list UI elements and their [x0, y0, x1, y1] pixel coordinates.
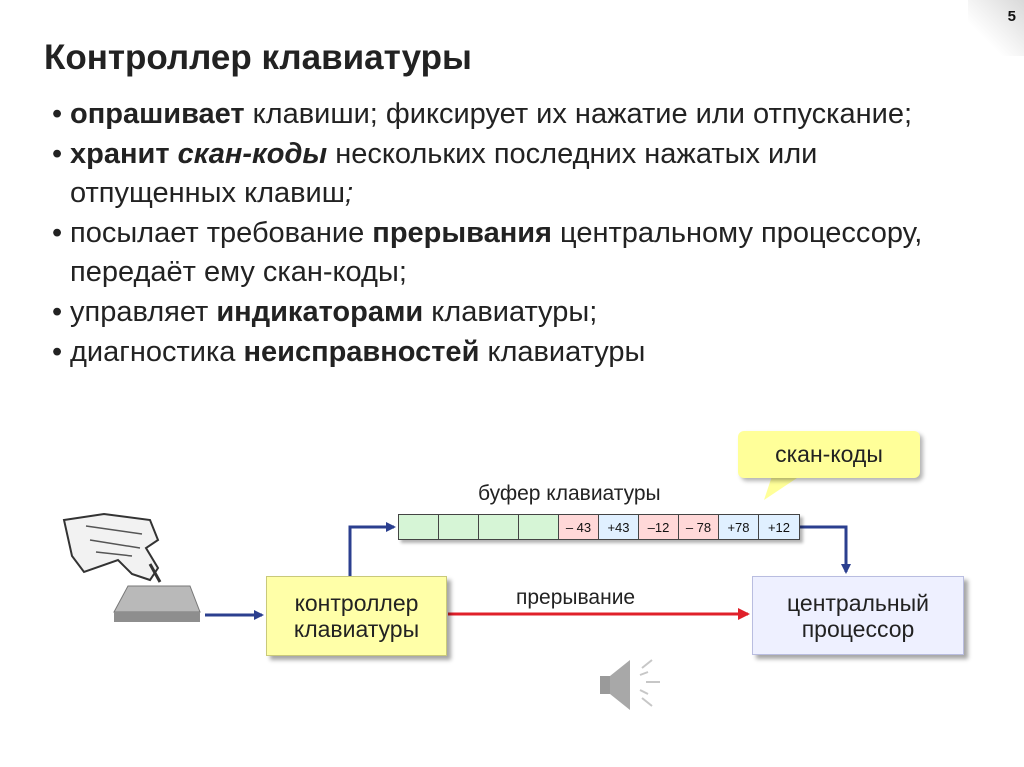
buffer-to-cpu-arrow: [800, 525, 851, 574]
bullet-text: опрашивает: [70, 98, 245, 130]
keyboard-controller-box: контроллер клавиатуры: [266, 576, 447, 656]
bullet-dot: •: [52, 296, 63, 328]
bullet-text: индикаторами: [216, 296, 424, 328]
buffer-cell: +43: [599, 515, 639, 539]
buffer-label: буфер клавиатуры: [478, 482, 661, 505]
buffer-cell: +12: [759, 515, 799, 539]
bullet-dot: •: [52, 217, 63, 249]
callout-tail: [764, 476, 800, 500]
buffer-cell: [399, 515, 439, 539]
buffer-cell: – 78: [679, 515, 719, 539]
bullet-item: • управляет индикаторами клавиатуры;: [50, 293, 990, 332]
controller-to-buffer-arrow: [348, 522, 396, 576]
bullet-text: посылает требование: [70, 217, 373, 249]
bullet-text: управляет: [70, 296, 217, 328]
hand-pressing-key-icon: [62, 512, 162, 583]
buffer-cell: –12: [639, 515, 679, 539]
bullet-text: скан-коды: [177, 138, 328, 170]
buffer-cell: [479, 515, 519, 539]
bullet-item: •диагностика неисправностей клавиатуры: [50, 333, 990, 372]
bullet-dot: •: [52, 98, 63, 130]
buffer-cell: [439, 515, 479, 539]
key-icon: [113, 585, 201, 622]
bullet-text: прерывания: [372, 217, 552, 249]
keyboard-buffer: – 43+43–12– 78+78+12: [398, 514, 800, 540]
bullet-item: •посылает требование прерывания централь…: [50, 214, 990, 292]
bullet-text: клавиши; фиксирует их нажатие или отпуск…: [244, 98, 913, 130]
bullet-text: ;: [345, 177, 354, 209]
bullet-text: клавиатуры;: [423, 296, 598, 328]
bullet-text: клавиатуры: [479, 336, 646, 368]
scan-codes-callout: скан-коды: [738, 431, 920, 478]
bullet-text: центральному процессору, передаёт ему ск…: [70, 217, 923, 288]
buffer-cell: [519, 515, 559, 539]
bullet-item: •хранит скан-коды нескольких последних н…: [50, 135, 990, 213]
bullet-text: неисправностей: [243, 336, 480, 368]
cpu-box: центральный процессор: [752, 576, 964, 655]
page-number: 5: [1007, 8, 1016, 25]
buffer-cell: – 43: [559, 515, 599, 539]
interrupt-label: прерывание: [516, 586, 636, 609]
bullet-text: диагностика: [70, 336, 244, 368]
bullet-text: хранит: [70, 138, 178, 170]
buffer-cell: +78: [719, 515, 759, 539]
bullet-item: •опрашивает клавиши; фиксирует их нажати…: [50, 95, 990, 134]
slide-corner-shade: [968, 0, 1024, 56]
bullet-dot: •: [52, 138, 63, 170]
slide-title: Контроллер клавиатуры: [44, 38, 472, 77]
bullet-text: нескольких последних нажатых или отпущен…: [70, 138, 818, 209]
bullet-dot: •: [52, 336, 63, 368]
speaker-icon: [600, 659, 660, 710]
bullet-list: •опрашивает клавиши; фиксирует их нажати…: [50, 95, 990, 373]
